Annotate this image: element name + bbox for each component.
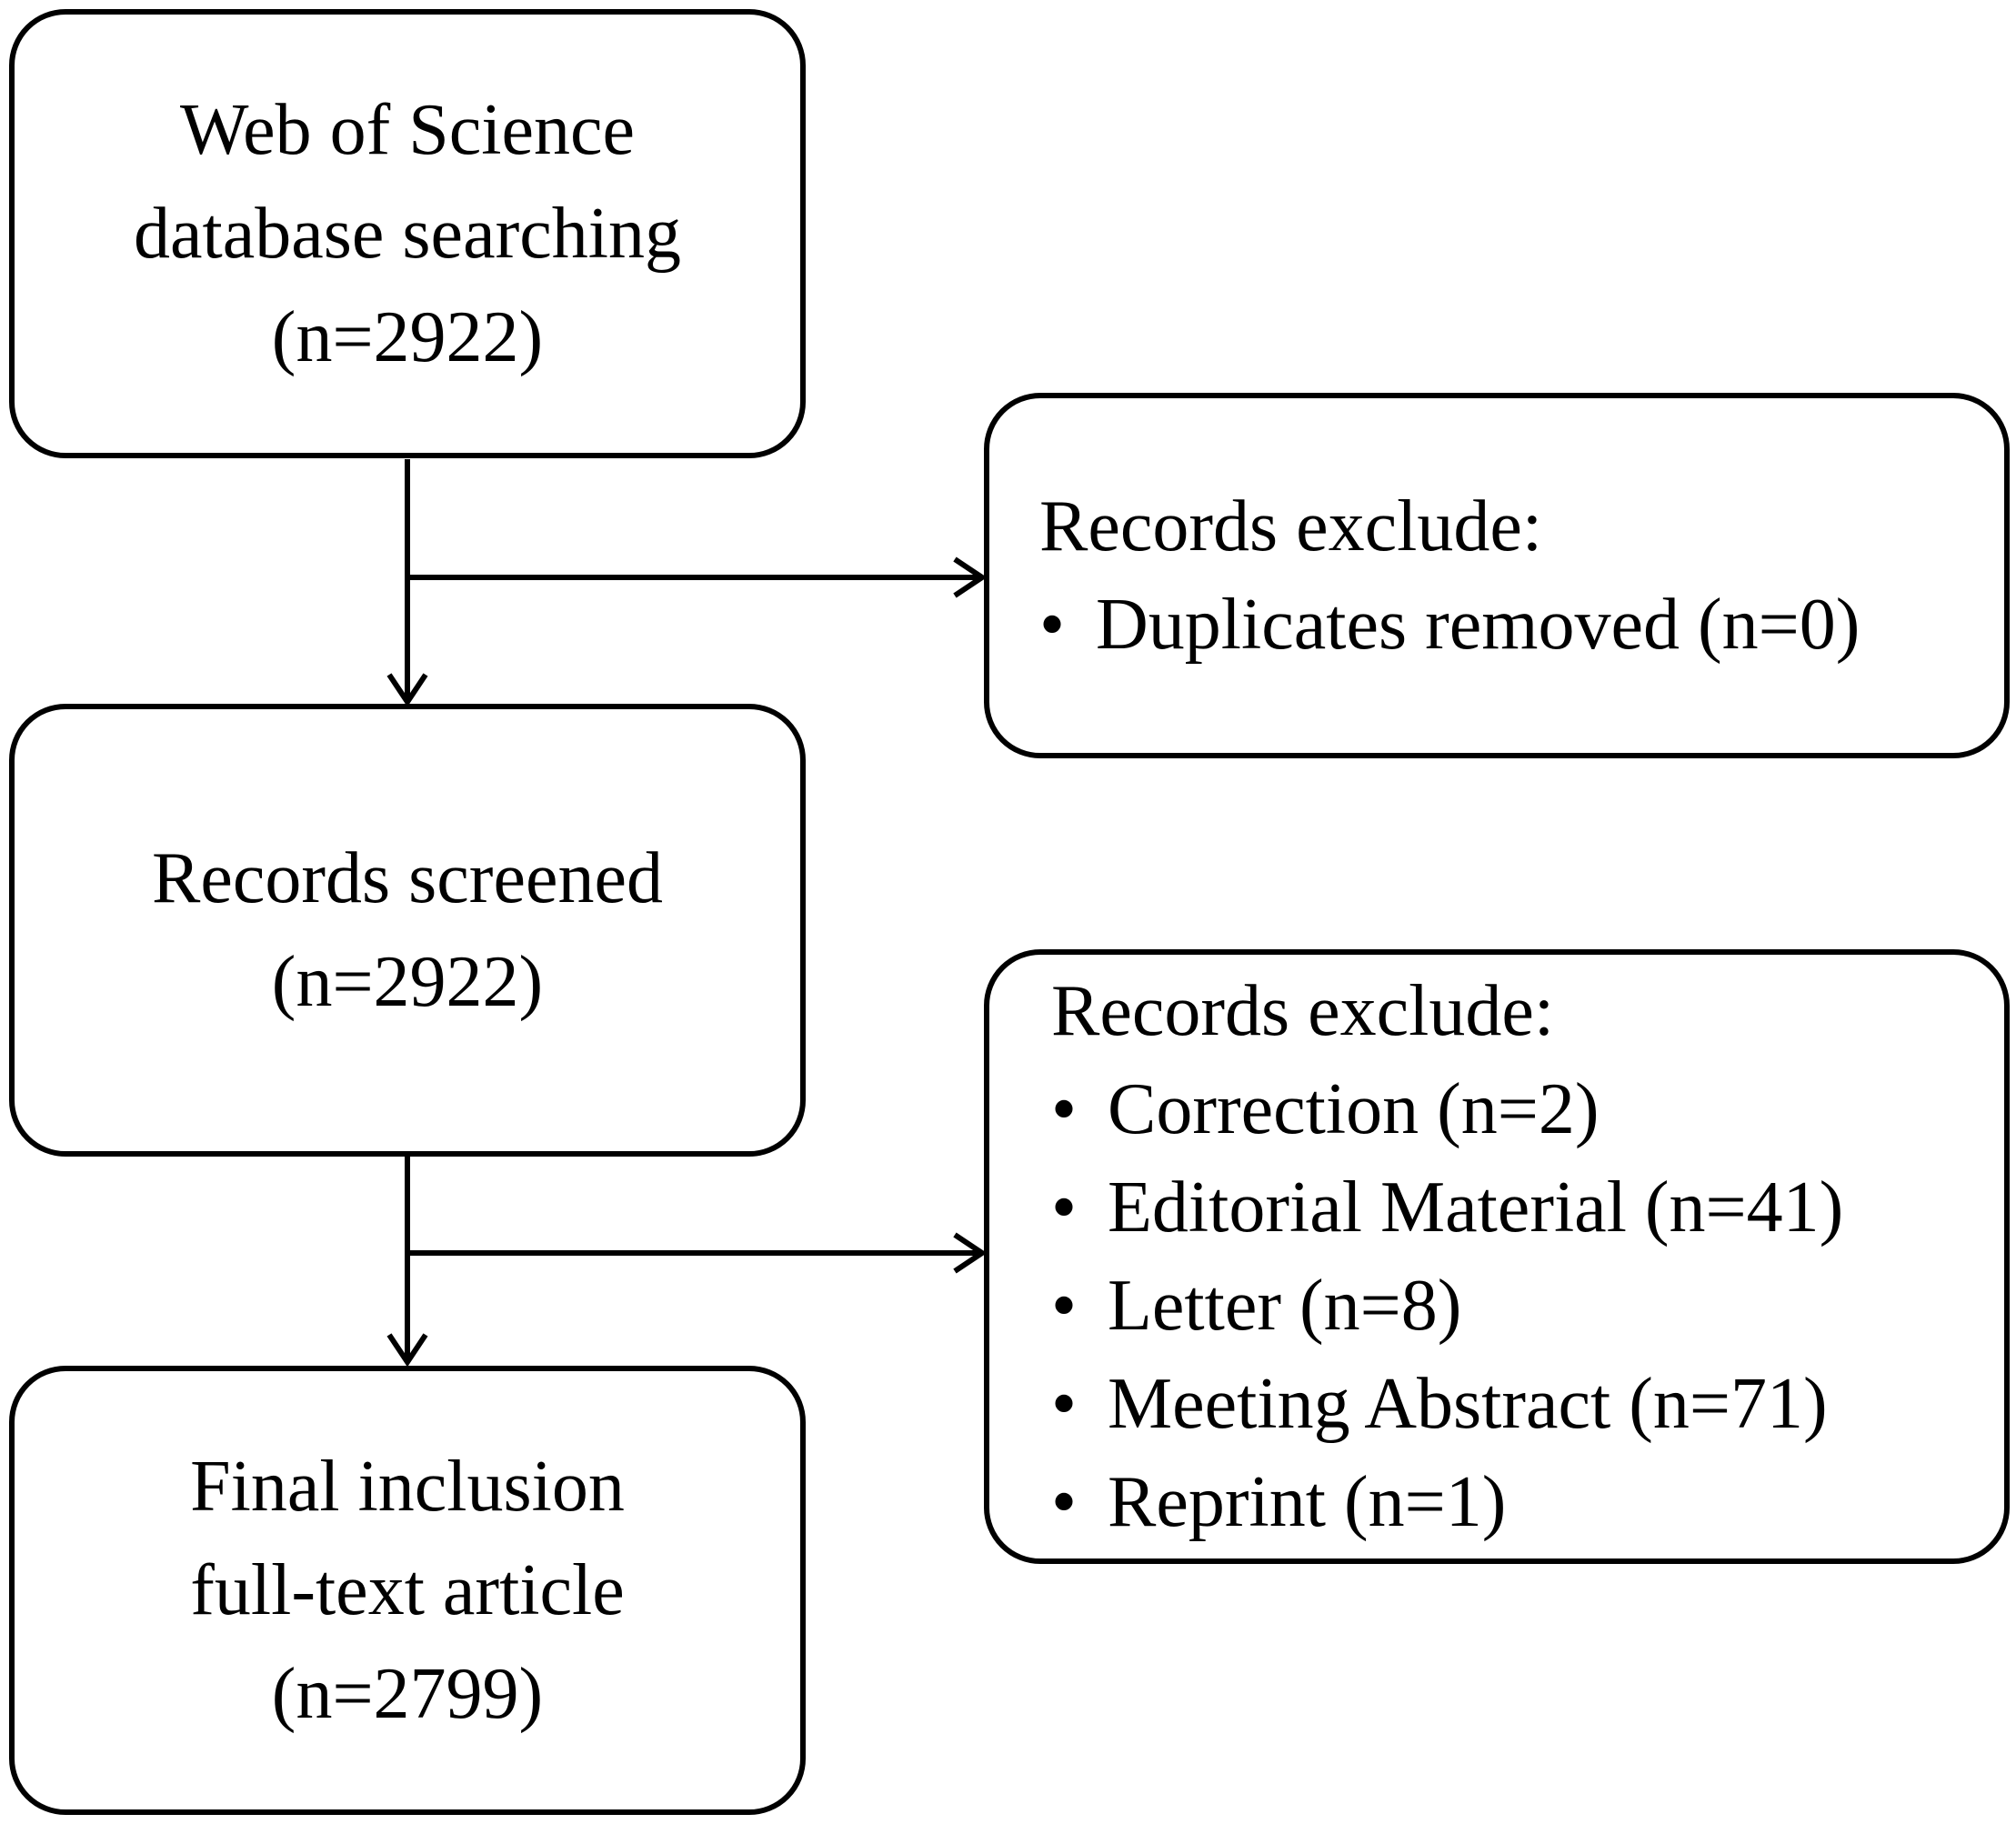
screened-box: Records screened (n=2922) bbox=[9, 704, 806, 1157]
exclude-item: • Duplicates removed (n=0) bbox=[1039, 576, 2004, 674]
arrowhead-exclude-2 bbox=[953, 1232, 988, 1274]
exclude-item-text: Reprint (n=1) bbox=[1108, 1462, 1507, 1542]
exclude-item: • Reprint (n=1) bbox=[1051, 1453, 2004, 1551]
final-box-line: Final inclusion bbox=[190, 1447, 625, 1527]
bullet: • bbox=[1051, 1364, 1078, 1444]
final-box-line: (n=2799) bbox=[271, 1654, 544, 1734]
final-box: Final inclusion full-text article (n=279… bbox=[9, 1366, 806, 1815]
bullet: • bbox=[1051, 1266, 1078, 1346]
exclude-item: • Meeting Abstract (n=71) bbox=[1051, 1355, 2004, 1453]
search-box-line: Web of Science bbox=[180, 90, 635, 170]
exclude-item-text: Correction (n=2) bbox=[1108, 1069, 1600, 1149]
search-box-line: database searching bbox=[134, 194, 681, 274]
exclude-heading: Records exclude: bbox=[1039, 486, 1543, 566]
bullet: • bbox=[1039, 585, 1066, 665]
exclude-box-document-types: Records exclude: • Correction (n=2) • Ed… bbox=[984, 949, 2010, 1564]
exclude-item: • Letter (n=8) bbox=[1051, 1257, 2004, 1355]
screened-box-line: Records screened bbox=[152, 838, 663, 918]
exclude-item: • Correction (n=2) bbox=[1051, 1060, 2004, 1158]
final-box-line: full-text article bbox=[190, 1550, 625, 1630]
bullet: • bbox=[1051, 1069, 1078, 1149]
exclude-item-text: Duplicates removed (n=0) bbox=[1096, 585, 1861, 665]
exclude-item-text: Letter (n=8) bbox=[1108, 1266, 1462, 1346]
arrowhead-final bbox=[386, 1333, 428, 1368]
exclude-item-text: Meeting Abstract (n=71) bbox=[1108, 1364, 1828, 1444]
exclude-item: • Editorial Material (n=41) bbox=[1051, 1158, 2004, 1257]
bullet: • bbox=[1051, 1168, 1078, 1248]
arrowhead-screened bbox=[386, 673, 428, 707]
exclude-heading: Records exclude: bbox=[1051, 971, 1555, 1051]
arrowhead-exclude-1 bbox=[953, 556, 988, 598]
bullet: • bbox=[1051, 1462, 1078, 1542]
screened-box-line: (n=2922) bbox=[271, 942, 544, 1022]
search-box-line: (n=2922) bbox=[271, 297, 544, 377]
exclude-box-duplicates: Records exclude: • Duplicates removed (n… bbox=[984, 393, 2010, 758]
search-box: Web of Science database searching (n=292… bbox=[9, 9, 806, 458]
exclude-item-text: Editorial Material (n=41) bbox=[1108, 1168, 1844, 1248]
